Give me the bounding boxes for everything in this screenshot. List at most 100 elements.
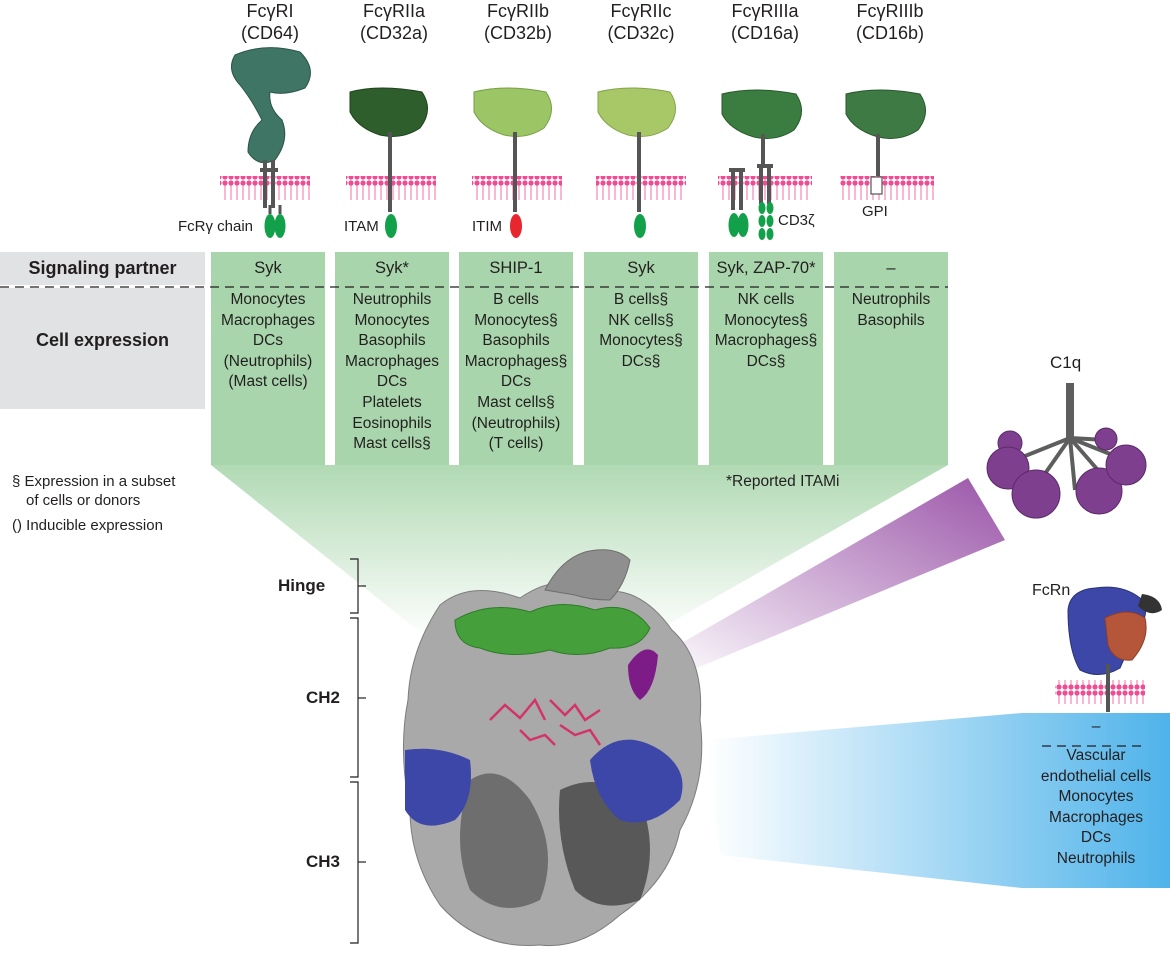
- fcgr2c-column-text: Syk B cells§ NK cells§ Monocytes§ DCs§: [584, 252, 698, 372]
- receptor-title-fcgr2c: FcγRIIc(CD32c): [579, 0, 703, 44]
- receptor-title-fcgr3a: FcγRIIIa(CD16a): [703, 0, 827, 44]
- cell-type: Macrophages§: [714, 332, 818, 350]
- cell-type: Macrophages: [345, 352, 439, 370]
- fcrn-structure: [1067, 586, 1162, 712]
- cell-type: DCs: [500, 373, 532, 391]
- fcgr1-column-text: Syk Monocytes Macrophages DCs (Neutrophi…: [211, 252, 325, 393]
- cell-type: Neutrophils: [1056, 849, 1136, 867]
- cell-type: Neutrophils: [352, 291, 432, 308]
- domain-brackets: [350, 558, 366, 944]
- signaling-header-band: [0, 252, 205, 285]
- cell-type: Mast cells§: [477, 393, 555, 411]
- itam-label: ITAM: [344, 218, 379, 235]
- cell-type: Monocytes: [354, 311, 430, 329]
- receptor-title-fcgr1: FcγRI(CD64): [208, 0, 332, 44]
- fcgr2b-column-text: SHIP-1 B cells Monocytes§ Basophils Macr…: [459, 252, 573, 455]
- cell-type: (Neutrophils): [471, 414, 561, 432]
- cell-list: NK cells Monocytes§ Macrophages§ DCs§: [709, 285, 823, 372]
- cell-type: Monocytes§: [599, 332, 683, 350]
- hinge-label: Hinge: [278, 576, 326, 595]
- legend-subset-line2: of cells or donors: [26, 492, 141, 509]
- cell-list: Monocytes Macrophages DCs (Neutrophils) …: [211, 285, 325, 393]
- fcrn-expression-panel: [706, 713, 1170, 888]
- fcr-gamma-chain-label: FcRγ chain: [178, 218, 254, 235]
- fcrn-label: FcRn: [1032, 582, 1071, 599]
- cell-type: DCs: [252, 332, 284, 350]
- cell-type: Macrophages§: [464, 352, 568, 370]
- signaling-partner: Syk*: [375, 259, 409, 277]
- receptor-name: FcγRIIIa: [731, 1, 799, 21]
- receptor-name: FcγRIIIb: [856, 1, 924, 21]
- receptor-title-fcgr2b: FcγRIIb(CD32b): [456, 0, 580, 44]
- gpi-label: GPI: [862, 203, 888, 220]
- fcgr3a-structure: [721, 89, 802, 240]
- signaling-partner: Syk: [254, 259, 282, 277]
- receptor-cd: (CD32c): [607, 23, 675, 43]
- cell-list: Neutrophils Monocytes Basophils Macropha…: [335, 285, 449, 455]
- cell-type: endothelial cells: [1040, 767, 1152, 785]
- igg-fc-structure: [402, 549, 703, 947]
- fcrn-signaling-partner: –: [1091, 718, 1101, 735]
- cell-type: NK cells: [737, 291, 795, 308]
- receptor-cd: (CD16b): [855, 23, 925, 43]
- cell-list: B cells Monocytes§ Basophils Macrophages…: [459, 285, 573, 455]
- cell-type: NK cells§: [608, 311, 674, 329]
- cell-type: Monocytes§: [724, 311, 808, 329]
- itim-label: ITIM: [472, 218, 502, 235]
- receptor-cd: (CD64): [240, 23, 299, 43]
- cell-type: DCs§: [621, 352, 661, 370]
- cell-type: Monocytes: [1058, 788, 1134, 806]
- cell-type: DCs: [376, 373, 408, 391]
- fcgr2a-column-text: Syk* Neutrophils Monocytes Basophils Mac…: [335, 252, 449, 455]
- cell-type: Macrophages: [221, 311, 315, 329]
- receptor-name: FcγRIIa: [362, 1, 425, 21]
- itami-note: *Reported ITAMi: [726, 473, 840, 490]
- receptor-cd: (CD32b): [483, 23, 553, 43]
- signaling-partner: –: [886, 259, 896, 277]
- receptor-title-fcgr2a: FcγRIIa(CD32a): [332, 0, 456, 44]
- receptor-name: FcγRIIc: [610, 1, 672, 21]
- cell-type: (Mast cells): [228, 373, 308, 391]
- fcrn-expression-text: – Vascular endothelial cells Monocytes M…: [1022, 714, 1170, 870]
- cell-type: Macrophages: [1049, 808, 1143, 826]
- fcgr2c-structure: [597, 87, 676, 238]
- c1q-structure: [986, 383, 1147, 519]
- receptor-cd: (CD16a): [730, 23, 800, 43]
- fcgr2b-structure: [473, 87, 552, 238]
- cell-type: Basophils: [482, 332, 550, 350]
- cell-type: Eosinophils: [352, 414, 432, 432]
- cell-type: (T cells): [488, 435, 544, 453]
- receptor-name: FcγRI: [246, 1, 294, 21]
- signaling-partner: Syk: [627, 259, 655, 277]
- fcgr-binding-funnel: [211, 465, 948, 640]
- cell-type: Monocytes: [230, 291, 306, 308]
- signaling-partner: Syk, ZAP-70*: [716, 259, 816, 277]
- cell-type: B cells: [493, 291, 539, 308]
- cell-type: Basophils: [857, 311, 925, 329]
- cell-list: B cells§ NK cells§ Monocytes§ DCs§: [584, 285, 698, 372]
- cell-type: DCs: [1080, 829, 1112, 847]
- signaling-partner: SHIP-1: [489, 259, 543, 277]
- signaling-partner-header: Signaling partner: [28, 258, 177, 278]
- cell-type: Basophils: [358, 332, 426, 350]
- fcgr3b-structure: [845, 89, 926, 195]
- cell-type: (Neutrophils): [223, 352, 313, 370]
- cell-list: Neutrophils Basophils: [834, 285, 948, 331]
- legend-subset-line1: § Expression in a subset: [12, 473, 176, 490]
- receptor-name: FcγRIIb: [486, 1, 549, 21]
- expression-header-band: [0, 288, 205, 409]
- c1q-binding-funnel: [652, 478, 1005, 675]
- cell-type: Platelets: [362, 393, 422, 411]
- cell-type: Mast cells§: [353, 435, 431, 453]
- legend-inducible: () Inducible expression: [12, 517, 163, 534]
- ch2-label: CH2: [306, 688, 341, 707]
- fcgr3b-column-text: – Neutrophils Basophils: [834, 252, 948, 331]
- receptor-cd: (CD32a): [359, 23, 429, 43]
- ch3-label: CH3: [306, 852, 341, 871]
- fcgr3a-column-text: Syk, ZAP-70* NK cells Monocytes§ Macroph…: [709, 252, 823, 372]
- receptor-title-fcgr3b: FcγRIIIb(CD16b): [828, 0, 952, 44]
- cell-type: B cells§: [613, 291, 669, 308]
- cell-type: Monocytes§: [474, 311, 558, 329]
- c1q-label: C1q: [1050, 353, 1082, 372]
- cell-type: DCs§: [746, 352, 786, 370]
